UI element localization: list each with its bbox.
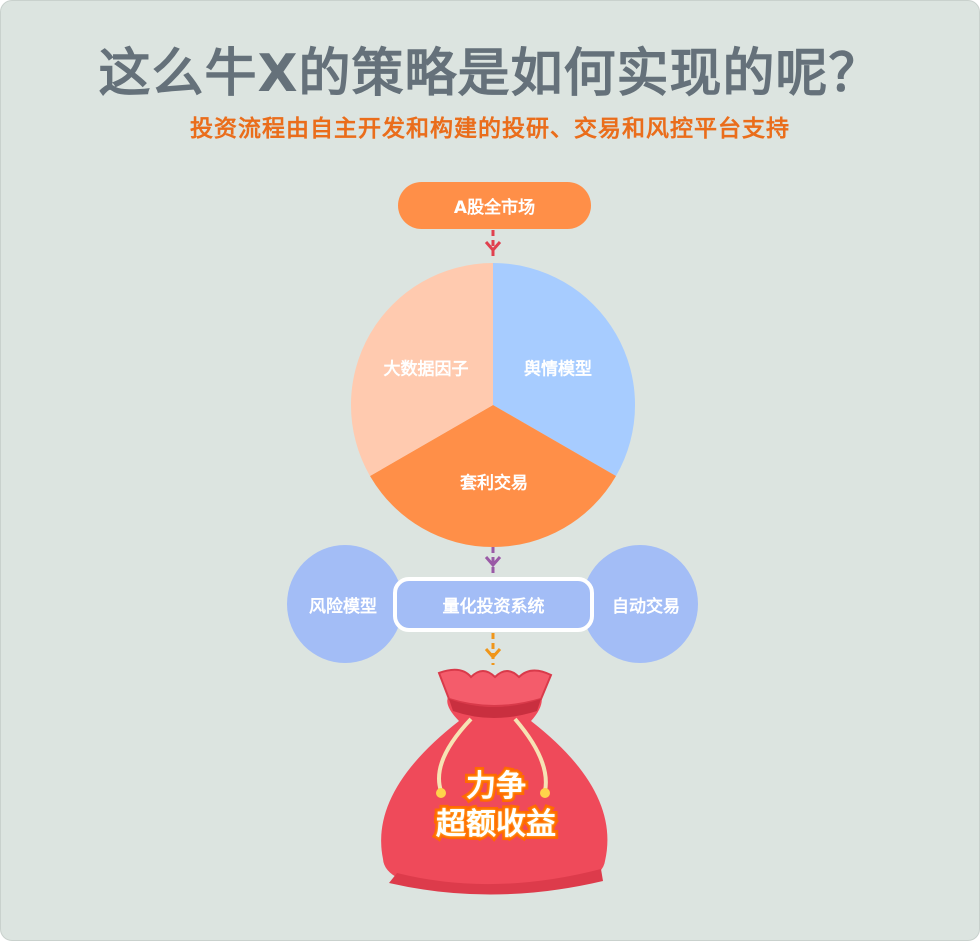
risk-model-node: 风险模型 <box>287 545 403 663</box>
pie-slice-arbitrage-trading <box>370 405 616 548</box>
pie-label-big-data-factor: 大数据因子 <box>383 359 469 380</box>
pie-label-sentiment-model: 舆情模型 <box>524 359 592 380</box>
money-bag-icon <box>381 668 608 895</box>
quant-system-node: 量化投资系统 <box>393 577 594 632</box>
pie-slice-sentiment-model <box>493 263 636 476</box>
page-subtitle: 投资流程由自主开发和构建的投研、交易和风控平台支持 <box>190 116 790 142</box>
bag-text-line2: 超额收益 <box>433 804 559 845</box>
pie-label-arbitrage-trading: 套利交易 <box>460 473 528 494</box>
arrow-down-icon <box>484 648 502 660</box>
pie-chart <box>350 263 636 548</box>
pie-slice-big-data-factor <box>350 263 493 476</box>
market-node: A股全市场 <box>398 182 591 229</box>
auto-trading-node: 自动交易 <box>582 545 698 663</box>
arrow-down-icon <box>484 241 502 253</box>
page-title: 这么牛X的策略是如何实现的呢？ <box>98 44 882 104</box>
bag-text-line1: 力争 <box>463 766 529 807</box>
arrow-down-icon <box>484 556 502 568</box>
